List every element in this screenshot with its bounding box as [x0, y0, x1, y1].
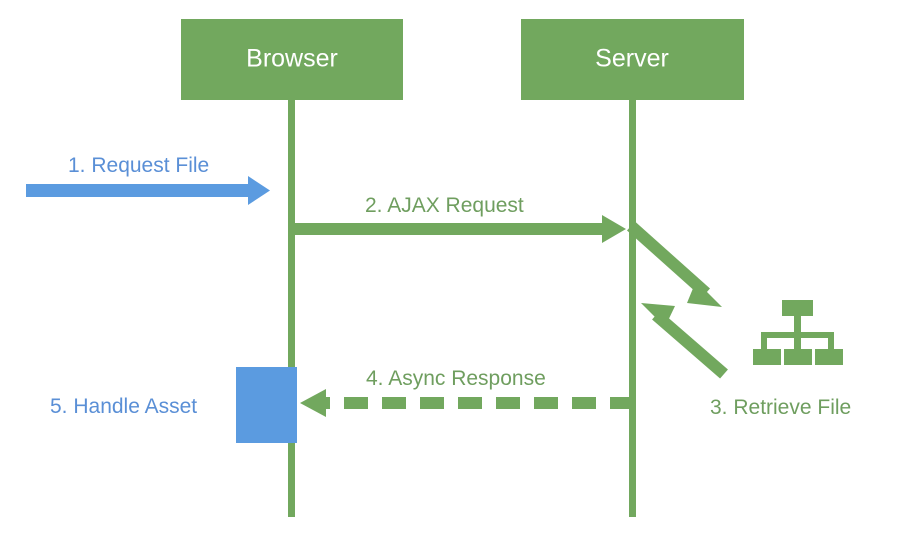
file-tree-icon-leaf-node-3: [815, 349, 843, 365]
retrieve-file-outbound-arrow-head: [687, 281, 722, 307]
message-arrow-retrieve-file-outbound[interactable]: [627, 221, 722, 307]
actor-label-server: Server: [595, 45, 669, 73]
message-arrow-request-file[interactable]: [26, 176, 270, 205]
message-label-ajax-request: 2. AJAX Request: [365, 194, 524, 217]
file-tree-icon-leaf-node-2: [784, 349, 812, 365]
file-tree-icon-leaf-node-1: [753, 349, 781, 365]
file-tree-icon: [753, 300, 843, 365]
file-tree-icon-root-node: [782, 300, 813, 316]
file-tree-icon-right-branch: [828, 332, 834, 350]
actor-server[interactable]: Server: [521, 19, 744, 100]
file-tree-icon-center-branch: [794, 332, 801, 350]
async-response-arrow-head: [300, 389, 326, 417]
message-label-retrieve-file: 3. Retrieve File: [710, 396, 851, 419]
message-arrow-async-response[interactable]: [300, 389, 634, 417]
message-arrow-retrieve-file-inbound[interactable]: [641, 303, 728, 379]
actor-browser[interactable]: Browser: [181, 19, 403, 100]
request-file-arrow-shaft: [26, 184, 254, 197]
retrieve-file-outbound-shaft: [627, 221, 710, 298]
activation-box-handle-asset[interactable]: [236, 367, 297, 443]
retrieve-file-inbound-arrow-head: [641, 303, 675, 327]
ajax-request-arrow-head: [602, 215, 626, 243]
actor-label-browser: Browser: [246, 45, 338, 73]
message-arrow-ajax-request[interactable]: [291, 215, 626, 243]
actor-box-server[interactable]: [521, 19, 744, 100]
actor-box-browser[interactable]: [181, 19, 403, 100]
file-tree-icon-root-stem: [794, 316, 801, 338]
ajax-request-arrow-shaft: [291, 223, 607, 235]
message-label-request-file: 1. Request File: [68, 154, 209, 177]
request-file-arrow-head: [248, 176, 270, 205]
message-label-async-response: 4. Async Response: [366, 367, 546, 390]
file-tree-icon-left-branch: [761, 332, 767, 350]
message-label-handle-asset: 5. Handle Asset: [50, 395, 197, 418]
retrieve-file-inbound-shaft: [652, 310, 728, 379]
